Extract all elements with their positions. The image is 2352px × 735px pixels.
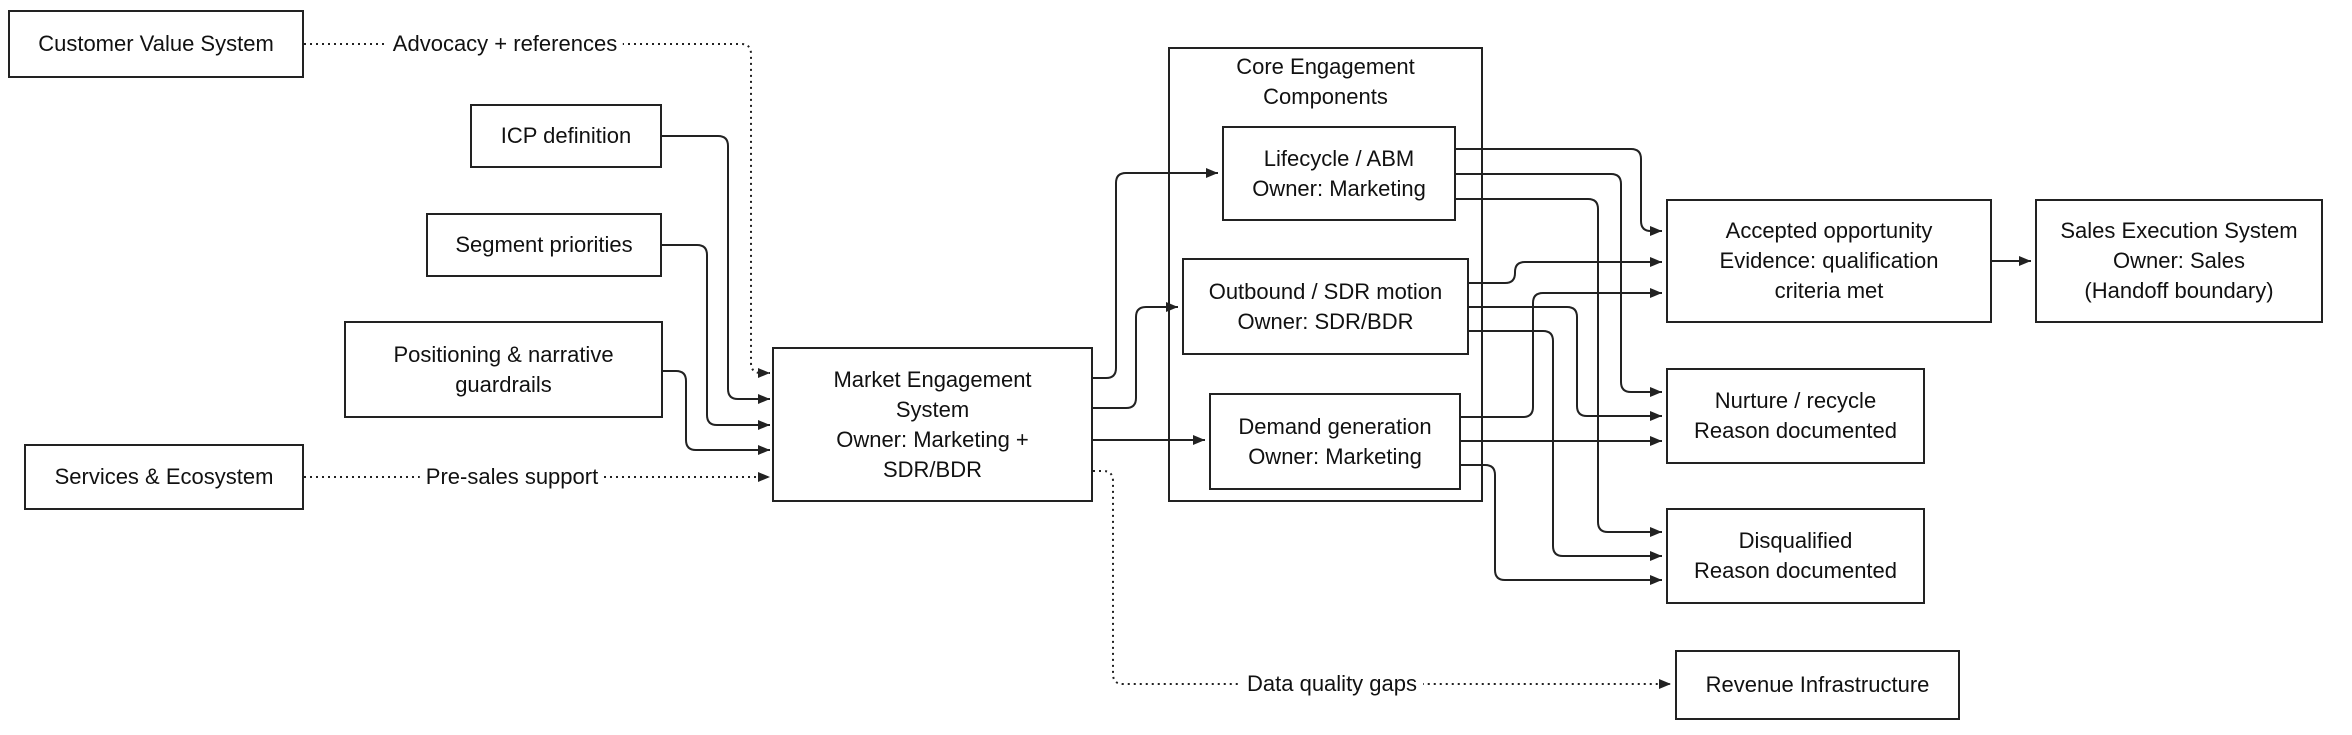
node-label: Owner: Marketing [1252,175,1426,201]
edge-advocacy-references [304,43,770,378]
edge-outbound-to-accepted [1469,257,1662,284]
node-label: Owner: Sales [2112,248,2246,273]
edge-icp-to-market [662,135,770,404]
node-label: Components [1263,84,1388,109]
node-label: Owner: Marketing [1248,443,1422,469]
node-services-ecosystem[interactable]: Services & Ecosystem [24,444,304,510]
node-label: Nurture / recycle [1714,388,1877,413]
node-label: Reason documented [1693,418,1898,443]
node-label: (Handoff boundary) [2084,278,2274,303]
node-label: Segment priorities [455,232,633,257]
node-lifecycle-abm[interactable]: Lifecycle / ABM Owner: Marketing [1222,126,1456,221]
node-accepted-opportunity[interactable]: Accepted opportunity Evidence: qualifica… [1666,199,1992,323]
edge-market-to-outbound [1093,302,1178,409]
node-label: Revenue Infrastructure [1705,672,1930,697]
node-label: ICP definition [500,123,632,148]
node-outbound-sdr-motion[interactable]: Outbound / SDR motion Owner: SDR/BDR [1182,258,1469,355]
edge-market-to-lifecycle [1093,168,1218,379]
node-label: Positioning & narrative [393,341,614,367]
edge-outbound-to-nurture [1469,306,1662,421]
node-label: SDR/BDR [882,456,982,482]
node-segment-priorities[interactable]: Segment priorities [426,213,662,277]
node-label: System [895,396,970,422]
node-demand-generation[interactable]: Demand generation Owner: Marketing [1209,393,1461,490]
node-label: Core Engagement [1236,54,1415,79]
node-positioning-guardrails[interactable]: Positioning & narrative guardrails [344,321,663,418]
node-label: Owner: SDR/BDR [1237,308,1414,334]
edge-lifecycle-to-accepted [1456,148,1662,236]
edge-demand-to-accepted [1461,288,1662,418]
edge-lifecycle-to-nurture [1456,173,1662,397]
node-label: Services & Ecosystem [54,464,274,489]
edge-lifecycle-to-disqualified [1456,198,1662,537]
edge-label-presales-support: Pre-sales support [419,463,605,491]
edge-label-advocacy-references: Advocacy + references [386,30,624,58]
node-label: Reason documented [1693,558,1898,583]
edge-outbound-to-disqualified [1469,330,1662,561]
node-label: Sales Execution System [2060,218,2298,243]
node-label: Owner: Marketing + [836,426,1029,452]
node-label: criteria met [1774,278,1884,303]
edge-data-quality-gaps [1093,470,1671,689]
node-sales-execution-system[interactable]: Sales Execution System Owner: Sales (Han… [2035,199,2323,323]
node-market-engagement-system[interactable]: Market Engagement System Owner: Marketin… [772,347,1093,502]
edge-positioning-to-market [663,370,770,455]
node-core-engagement-components[interactable]: Core Engagement Components [1168,47,1483,502]
node-label: Lifecycle / ABM [1263,145,1415,171]
node-label: Customer Value System [38,31,274,56]
node-revenue-infrastructure[interactable]: Revenue Infrastructure [1675,650,1960,720]
node-label: Outbound / SDR motion [1208,278,1443,304]
node-label: Demand generation [1238,413,1432,439]
edge-demand-to-disqualified [1461,464,1662,585]
node-nurture-recycle[interactable]: Nurture / recycle Reason documented [1666,368,1925,464]
edge-label-data-quality-gaps: Data quality gaps [1241,670,1423,698]
node-label: Disqualified [1738,528,1853,553]
node-disqualified[interactable]: Disqualified Reason documented [1666,508,1925,604]
node-label: Accepted opportunity [1725,218,1933,243]
node-label: guardrails [455,371,552,397]
node-label: Market Engagement [833,366,1032,392]
edge-segment-to-market [662,244,770,430]
node-customer-value-system[interactable]: Customer Value System [8,10,304,78]
node-label: Evidence: qualification [1719,248,1939,273]
node-icp-definition[interactable]: ICP definition [470,104,662,168]
